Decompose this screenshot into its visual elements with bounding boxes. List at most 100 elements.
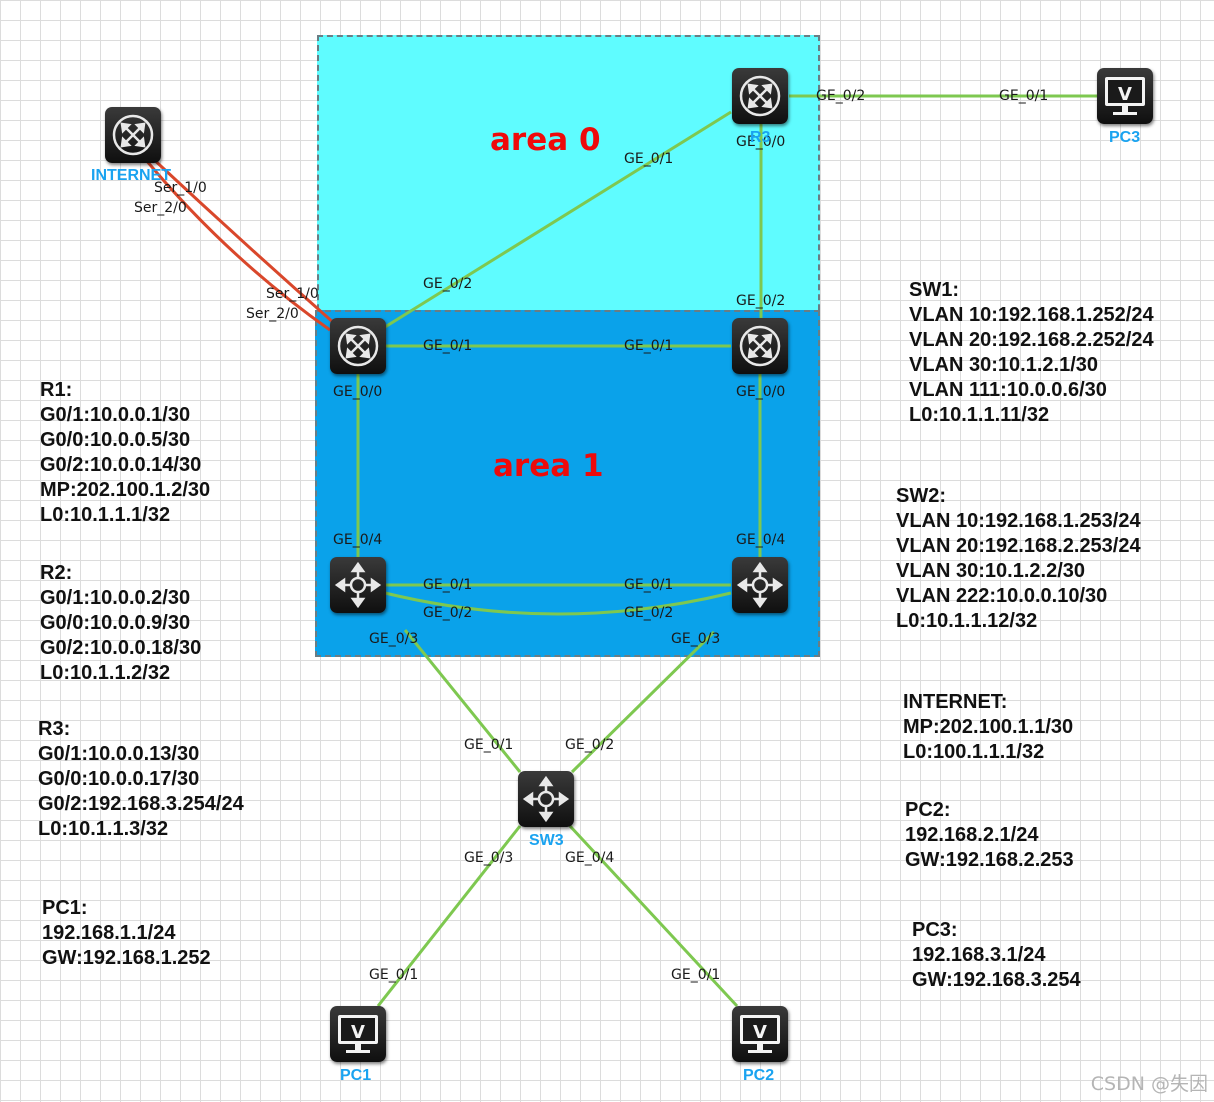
- port-label: Ser_1/0: [266, 286, 319, 302]
- info-line: GW:192.168.1.252: [42, 947, 211, 969]
- pc2-host[interactable]: V: [732, 1006, 788, 1062]
- info-line: G0/0:10.0.0.9/30: [40, 612, 191, 634]
- port-label: GE_0/1: [624, 338, 674, 354]
- router-icon: [739, 325, 781, 367]
- router-icon: [112, 114, 154, 156]
- port-label: GE_0/3: [464, 850, 514, 866]
- link-sw3-pc1: [376, 825, 522, 1007]
- info-line: G0/0:10.0.0.17/30: [38, 768, 200, 790]
- info-line: G0/1:10.0.0.2/30: [40, 587, 191, 609]
- link-sw1-sw2-b: [384, 591, 732, 616]
- pc3-address-info: PC3: 192.168.3.1/24 GW:192.168.3.254: [912, 918, 1081, 993]
- info-line: VLAN 222:10.0.0.10/30: [896, 585, 1108, 607]
- port-label: GE_0/2: [423, 605, 473, 621]
- info-line: G0/0:10.0.0.5/30: [40, 429, 191, 451]
- info-line: R2:: [40, 562, 73, 584]
- r3-address-info: R3: G0/1:10.0.0.13/30 G0/0:10.0.0.17/30 …: [38, 717, 244, 842]
- info-line: L0:10.1.1.12/32: [896, 610, 1038, 632]
- internet-address-info: INTERNET: MP:202.100.1.1/30 L0:100.1.1.1…: [903, 690, 1073, 765]
- port-label: GE_0/2: [423, 276, 473, 292]
- port-label: GE_0/4: [736, 532, 786, 548]
- info-line: G0/2:192.168.3.254/24: [38, 793, 244, 815]
- port-label: GE_0/3: [671, 631, 721, 647]
- info-line: PC1:: [42, 897, 88, 919]
- port-label: GE_0/1: [624, 577, 674, 593]
- port-label: GE_0/1: [423, 338, 473, 354]
- port-label: GE_0/2: [736, 293, 786, 309]
- info-line: SW1:: [909, 279, 959, 301]
- port-label: GE_0/2: [565, 737, 615, 753]
- port-label: GE_0/4: [565, 850, 615, 866]
- port-label: Ser_1/0: [154, 180, 207, 196]
- info-line: PC3:: [912, 919, 958, 941]
- sw1-address-info: SW1: VLAN 10:192.168.1.252/24 VLAN 20:19…: [909, 278, 1154, 428]
- info-line: L0:10.1.1.11/32: [909, 404, 1050, 426]
- info-line: GW:192.168.2.253: [905, 849, 1074, 871]
- l3-switch-icon: [522, 775, 570, 823]
- port-label: Ser_2/0: [246, 306, 299, 322]
- info-line: VLAN 20:192.168.2.252/24: [909, 329, 1154, 351]
- pc2-address-info: PC2: 192.168.2.1/24 GW:192.168.2.253: [905, 798, 1074, 873]
- info-line: VLAN 10:192.168.1.253/24: [896, 510, 1141, 532]
- info-line: L0:10.1.1.2/32: [40, 662, 171, 684]
- link-internet-r1-serial-1: [148, 154, 336, 326]
- watermark: CSDN @失因: [1090, 1073, 1208, 1095]
- r3-label: R3: [750, 129, 771, 146]
- pc-icon: V: [338, 1015, 378, 1053]
- info-line: 192.168.3.1/24: [912, 944, 1046, 966]
- l3-switch-icon: [736, 561, 784, 609]
- info-line: 192.168.2.1/24: [905, 824, 1039, 846]
- port-label: GE_0/1: [999, 88, 1049, 104]
- port-label: Ser_2/0: [134, 200, 187, 216]
- port-label: GE_0/2: [816, 88, 866, 104]
- info-line: L0:10.1.1.3/32: [38, 818, 169, 840]
- pc1-label: PC1: [340, 1067, 372, 1084]
- info-line: L0:10.1.1.1/32: [40, 504, 171, 526]
- port-label: GE_0/3: [369, 631, 419, 647]
- pc1-host[interactable]: V: [330, 1006, 386, 1062]
- r1-router[interactable]: [330, 318, 386, 374]
- svg-text:V: V: [1118, 84, 1132, 105]
- info-line: VLAN 111:10.0.0.6/30: [909, 379, 1107, 401]
- r1-address-info: R1: G0/1:10.0.0.1/30 G0/0:10.0.0.5/30 G0…: [40, 378, 210, 528]
- link-r1-r3: [384, 110, 732, 329]
- info-line: VLAN 20:192.168.2.253/24: [896, 535, 1141, 557]
- info-line: GW:192.168.3.254: [912, 969, 1081, 991]
- svg-text:V: V: [753, 1022, 767, 1043]
- pc3-label: PC3: [1109, 129, 1141, 146]
- info-line: L0:100.1.1.1/32: [903, 741, 1045, 763]
- r3-router[interactable]: [732, 68, 788, 124]
- info-line: G0/1:10.0.0.13/30: [38, 743, 200, 765]
- port-label: GE_0/1: [464, 737, 514, 753]
- info-line: VLAN 10:192.168.1.252/24: [909, 304, 1154, 326]
- info-line: R3:: [38, 718, 71, 740]
- sw3-label: SW3: [529, 832, 564, 849]
- r2-router[interactable]: [732, 318, 788, 374]
- info-line: PC2:: [905, 799, 951, 821]
- info-line: VLAN 30:10.1.2.2/30: [896, 560, 1085, 582]
- internet-router[interactable]: [105, 107, 161, 163]
- sw3-switch[interactable]: [518, 771, 574, 827]
- link-sw1-sw3: [403, 629, 522, 773]
- info-line: VLAN 30:10.1.2.1/30: [909, 354, 1098, 376]
- port-label: GE_0/0: [333, 384, 383, 400]
- info-line: G0/2:10.0.0.18/30: [40, 637, 202, 659]
- port-label: GE_0/1: [369, 967, 419, 983]
- port-label: GE_0/1: [423, 577, 473, 593]
- port-label: GE_0/1: [624, 151, 674, 167]
- link-internet-r1-serial-2: [144, 159, 331, 332]
- pc-icon: V: [1105, 77, 1145, 115]
- info-line: G0/1:10.0.0.1/30: [40, 404, 191, 426]
- pc1-address-info: PC1: 192.168.1.1/24 GW:192.168.1.252: [42, 896, 211, 971]
- area-0-label: area 0: [490, 122, 601, 158]
- port-label: GE_0/1: [671, 967, 721, 983]
- link-sw3-pc2: [568, 824, 739, 1008]
- pc3-host[interactable]: V: [1097, 68, 1153, 124]
- port-label: GE_0/0: [736, 384, 786, 400]
- internet-label: INTERNET: [91, 167, 171, 184]
- info-line: G0/2:10.0.0.14/30: [40, 454, 202, 476]
- sw2-switch[interactable]: [732, 557, 788, 613]
- sw1-switch[interactable]: [330, 557, 386, 613]
- port-label: GE_0/0: [736, 134, 786, 150]
